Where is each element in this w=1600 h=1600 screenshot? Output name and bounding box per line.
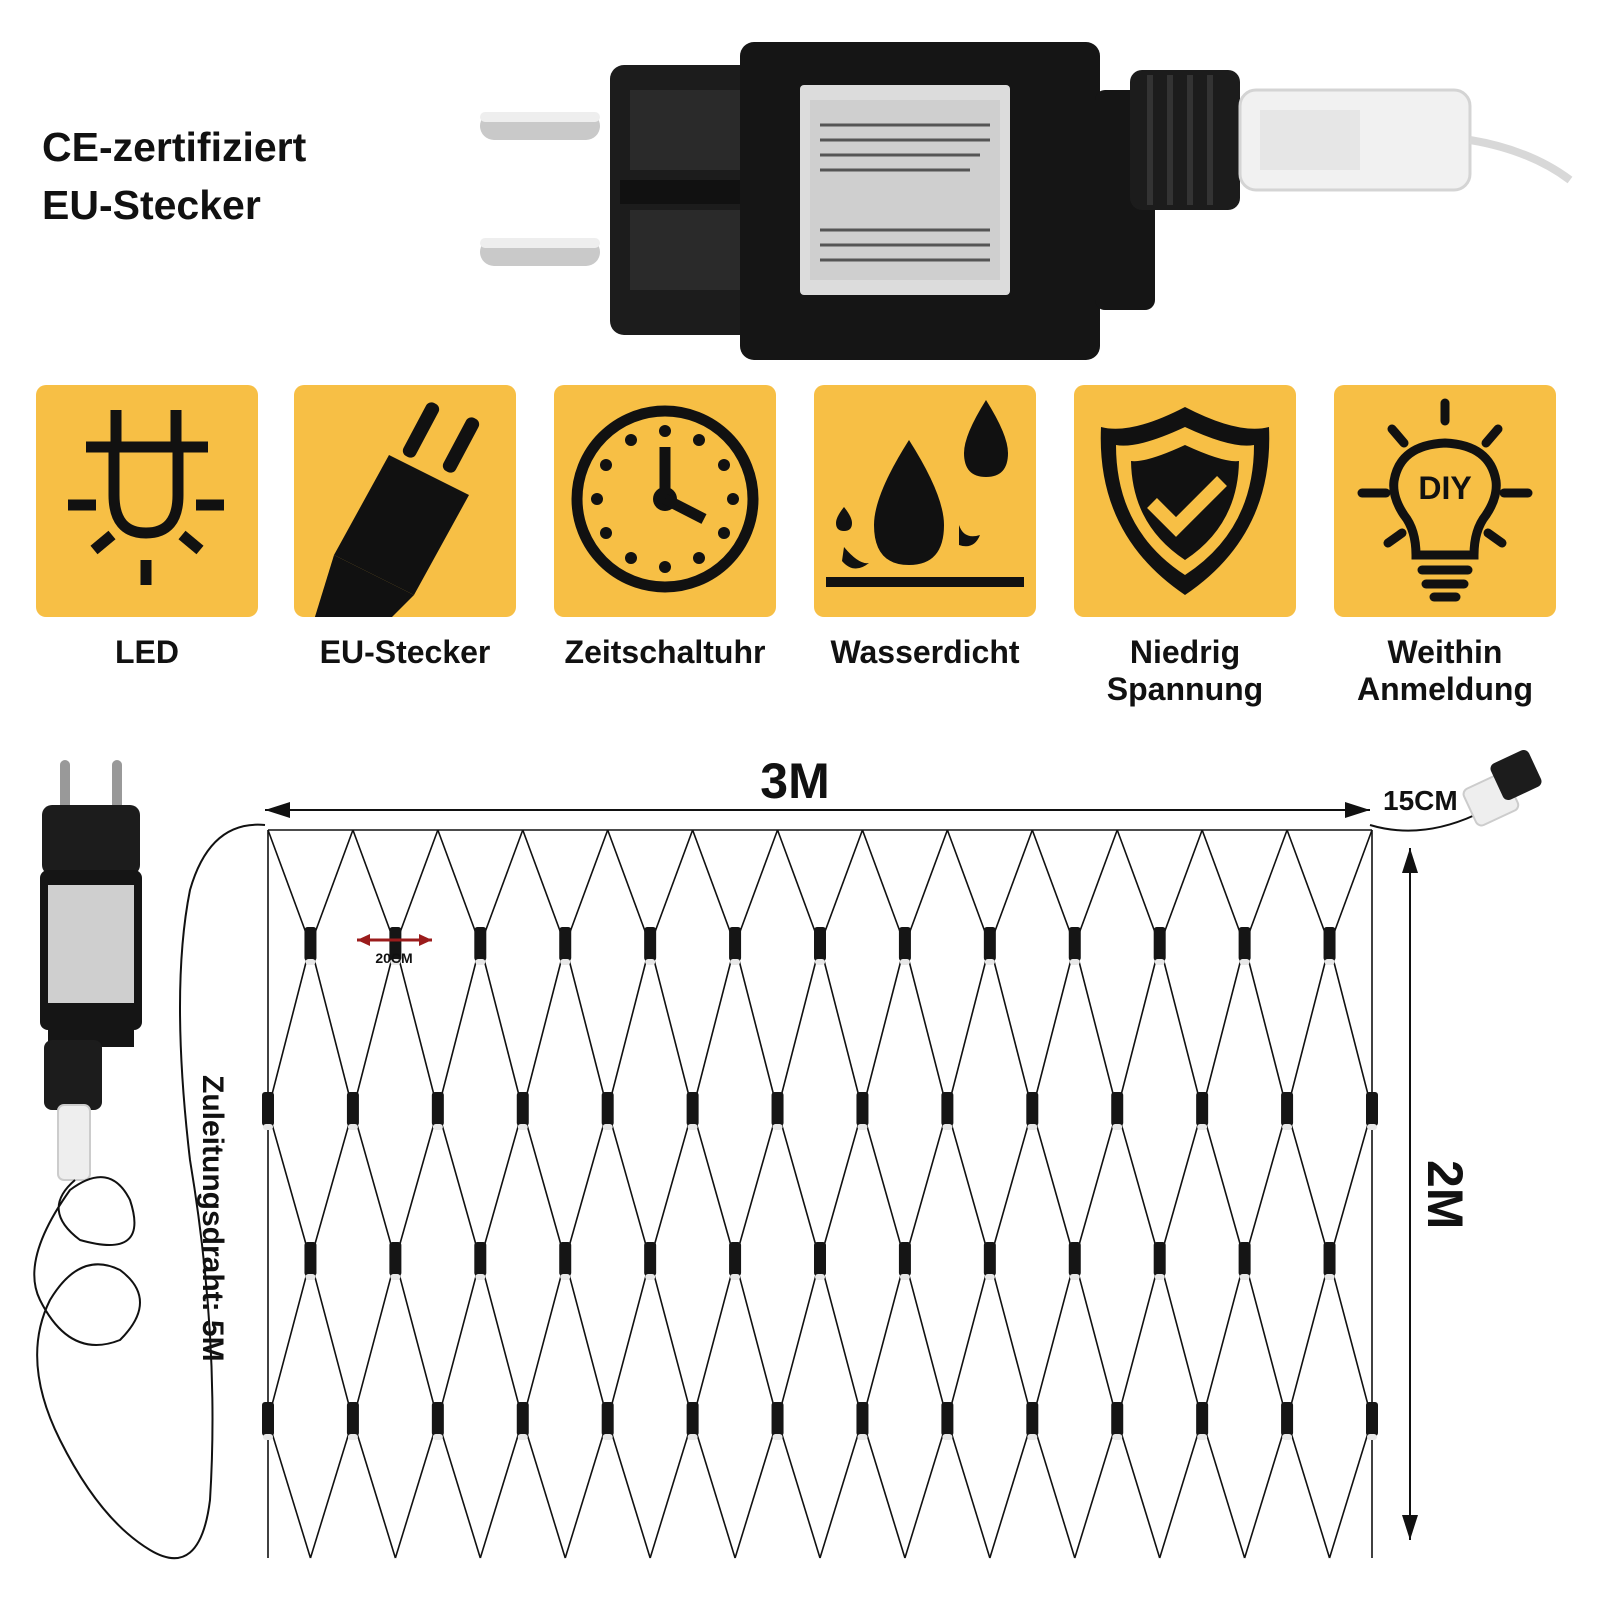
light-bulb — [1111, 1402, 1124, 1440]
light-bulb — [1323, 1242, 1336, 1280]
light-bulb — [771, 1402, 784, 1440]
light-bulb — [1068, 927, 1081, 965]
light-bulb — [474, 927, 487, 965]
height-label: 2M — [1417, 1160, 1473, 1229]
feature-label-eu-plug: EU-Stecker — [319, 634, 491, 670]
light-bulb — [771, 1092, 784, 1130]
light-bulb — [1026, 1092, 1039, 1130]
light-bulb — [601, 1402, 614, 1440]
light-bulb — [1196, 1402, 1209, 1440]
light-bulb — [431, 1092, 444, 1130]
light-bulb — [941, 1092, 954, 1130]
light-bulb — [1026, 1402, 1039, 1440]
heading-line-1: CE-zertifiziert — [42, 124, 307, 170]
led-plug-icon — [68, 410, 224, 585]
light-bulb — [346, 1092, 359, 1130]
light-bulb — [983, 1242, 996, 1280]
feature-label-led: LED — [115, 634, 179, 670]
shield-check-icon — [1100, 407, 1270, 595]
light-bulb — [1111, 1092, 1124, 1130]
diy-bulb-icon — [1357, 398, 1533, 602]
light-bulb — [856, 1402, 869, 1440]
light-bulb — [686, 1092, 699, 1130]
feature-label-diy: Weithin Anmeldung — [1357, 634, 1533, 707]
light-bulb — [1323, 927, 1336, 965]
feature-tile-eu-plug — [294, 385, 516, 617]
power-adapter-image — [480, 42, 1573, 360]
feature-tile-low-voltage — [1074, 385, 1296, 617]
water-drops-icon — [826, 400, 1024, 587]
light-bulb — [1366, 1092, 1378, 1130]
lead-wire-label: Zuleitungsdraht: 5M — [196, 1075, 229, 1362]
light-bulb — [814, 927, 826, 965]
light-bulb — [601, 1092, 614, 1130]
light-bulb — [898, 1242, 911, 1280]
feature-tile-waterproof — [814, 385, 1036, 617]
light-bulb — [1153, 927, 1166, 965]
feature-label-waterproof: Wasserdicht — [830, 634, 1020, 670]
light-bulb — [686, 1402, 699, 1440]
light-bulb — [389, 1242, 402, 1280]
light-bulb — [814, 1242, 826, 1280]
tail-label: 15CM — [1383, 785, 1458, 816]
diy-icon-text: DIY — [1418, 470, 1472, 506]
spacing-label: 20CM — [375, 950, 412, 966]
light-bulb — [1238, 927, 1251, 965]
light-bulb — [1238, 1242, 1251, 1280]
eu-plug-icon — [314, 402, 480, 617]
heading-line-2: EU-Stecker — [42, 182, 261, 228]
light-bulb — [1366, 1402, 1378, 1440]
light-bulb — [1281, 1402, 1294, 1440]
feature-tile-led — [36, 385, 258, 617]
light-bulb — [1196, 1092, 1209, 1130]
feature-label-timer: Zeitschaltuhr — [564, 634, 766, 670]
light-bulb — [1281, 1092, 1294, 1130]
light-bulb — [559, 927, 572, 965]
light-bulb — [516, 1402, 529, 1440]
light-bulb — [431, 1402, 444, 1440]
light-bulb — [559, 1242, 572, 1280]
light-bulb — [389, 927, 402, 965]
light-bulb — [1153, 1242, 1166, 1280]
light-net — [267, 829, 1373, 1559]
light-bulb — [1068, 1242, 1081, 1280]
feature-label-low-voltage: Niedrig Spannung — [1106, 634, 1264, 707]
light-bulb — [474, 1242, 487, 1280]
light-bulb — [729, 927, 742, 965]
light-bulbs — [262, 927, 1378, 1440]
light-bulb — [983, 927, 996, 965]
light-bulb — [941, 1402, 954, 1440]
light-bulb — [898, 927, 911, 965]
light-bulb — [262, 1092, 274, 1130]
light-bulb — [516, 1092, 529, 1130]
heading-ce-certified: CE-zertifiziert EU-Stecker — [42, 118, 306, 234]
light-bulb — [304, 927, 317, 965]
small-adapter-image — [40, 760, 142, 1181]
width-label: 3M — [760, 753, 829, 809]
light-bulb — [644, 927, 657, 965]
feature-tile-diy: DIY — [1334, 385, 1556, 617]
light-bulb — [644, 1242, 657, 1280]
feature-tile-timer — [554, 385, 776, 617]
net-light-diagram: Zuleitungsdraht: 5M 3M 15CM 2M 20CM — [33, 749, 1542, 1560]
light-bulb — [856, 1092, 869, 1130]
lead-wire — [33, 823, 266, 1560]
clock-icon — [571, 405, 759, 593]
light-bulb — [346, 1402, 359, 1440]
light-bulb — [304, 1242, 317, 1280]
light-bulb — [729, 1242, 742, 1280]
light-bulb — [262, 1402, 274, 1440]
